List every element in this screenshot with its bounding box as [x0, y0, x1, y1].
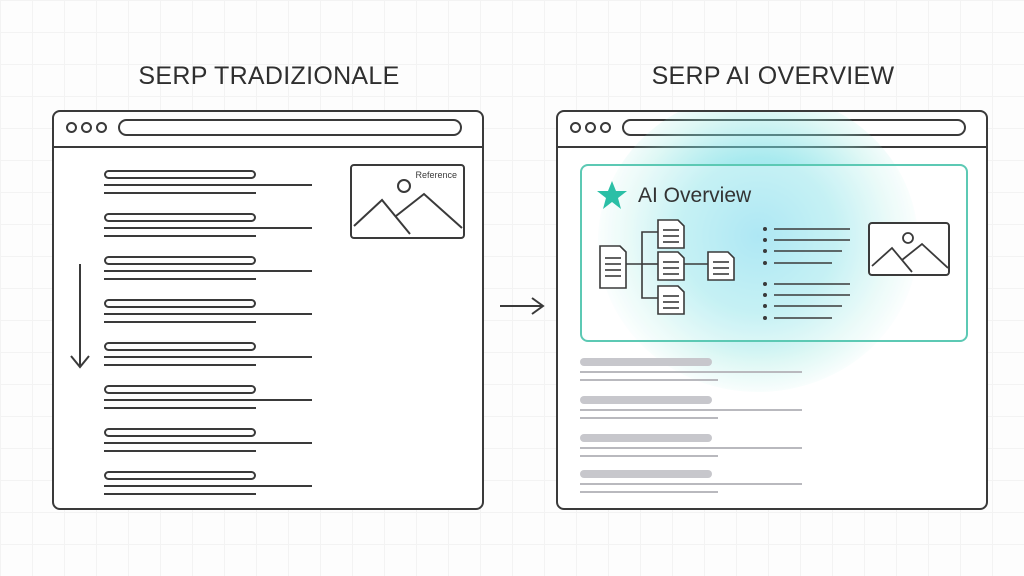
- right-arrow-icon: [500, 297, 545, 315]
- overview-image[interactable]: [868, 222, 950, 276]
- document-tree-icon: [599, 219, 735, 315]
- ai-glow: [598, 112, 918, 392]
- ai-overview-card[interactable]: AI Overview: [580, 164, 968, 342]
- window-dot: [570, 122, 581, 133]
- ai-overview-serp-browser: AI Overview: [556, 110, 988, 510]
- browser-topbar: [54, 112, 482, 148]
- right-panel-title: SERP AI OVERVIEW: [651, 62, 895, 90]
- reference-image-card[interactable]: Reference: [350, 164, 465, 239]
- window-dot: [81, 122, 92, 133]
- left-panel-title: SERP TRADIZIONALE: [138, 62, 400, 90]
- summary-bullet-list: [763, 227, 850, 320]
- reference-label: Reference: [415, 170, 457, 180]
- scroll-down-arrow-icon: [70, 264, 90, 369]
- ai-overview-title: AI Overview: [638, 184, 752, 207]
- window-dot: [600, 122, 611, 133]
- image-placeholder-icon: [871, 232, 948, 273]
- traditional-serp-browser: Reference: [52, 110, 484, 510]
- address-bar[interactable]: [118, 119, 462, 136]
- window-dot: [585, 122, 596, 133]
- star-icon: [597, 181, 627, 209]
- window-dot: [96, 122, 107, 133]
- image-placeholder-icon: [353, 179, 463, 235]
- window-dot: [66, 122, 77, 133]
